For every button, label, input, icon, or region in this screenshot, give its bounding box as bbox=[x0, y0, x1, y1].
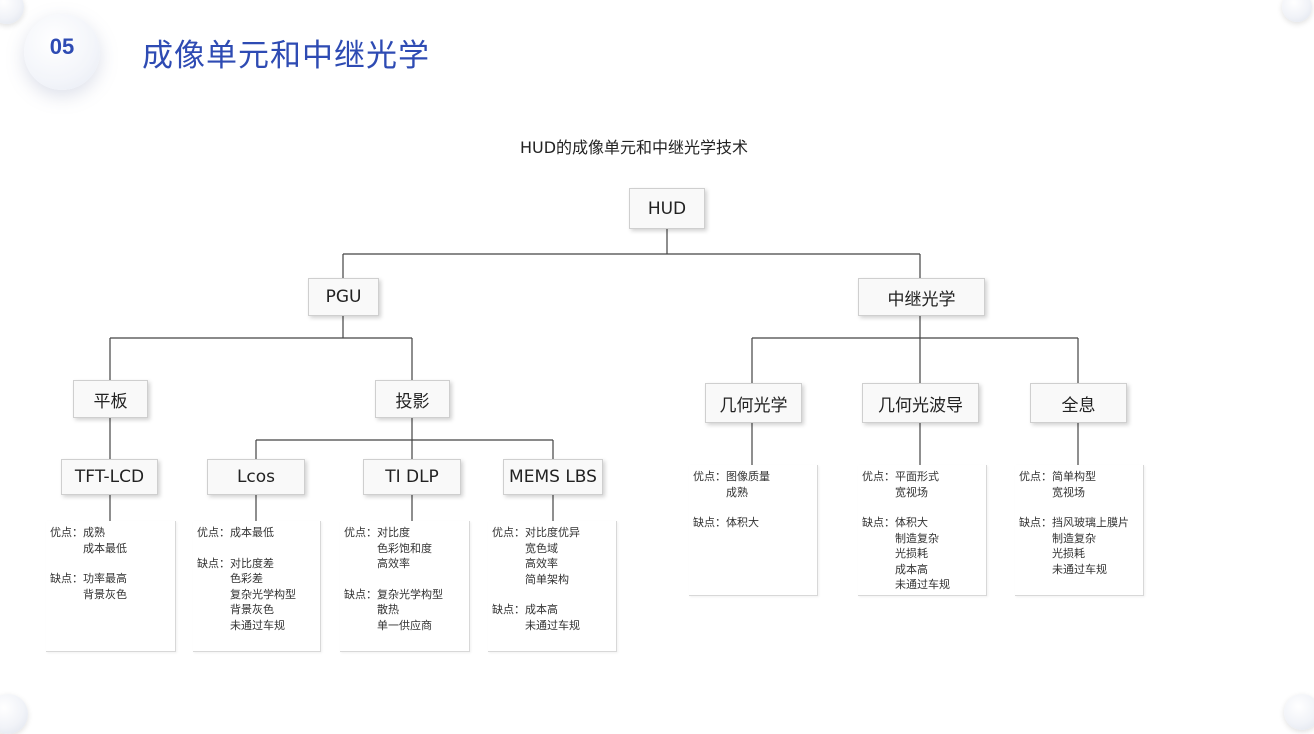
pros-item: 简单构型 bbox=[1052, 470, 1096, 483]
cons-item: 挡风玻璃上膜片 bbox=[1052, 516, 1129, 529]
card-lcos: 优点： 成本最低 缺点： 对比度差 色彩差 复杂光学构型 背景灰色 未通过车规 bbox=[193, 521, 321, 652]
node-relay-optics: 中继光学 bbox=[858, 278, 985, 316]
card-geometric-optics: 优点： 图像质量 成熟 缺点： 体积大 bbox=[689, 465, 818, 596]
cons-item: 色彩差 bbox=[230, 572, 263, 585]
pros-section: 优点： 成熟 成本最低 bbox=[50, 525, 175, 556]
pros-item: 对比度优异 bbox=[525, 526, 580, 539]
node-flat-panel: 平板 bbox=[73, 380, 148, 418]
node-ti-dlp: TI DLP bbox=[363, 459, 461, 495]
card-ti-dlp: 优点： 对比度 色彩饱和度 高效率 缺点： 复杂光学构型 散热 单一供应商 bbox=[340, 521, 470, 652]
cons-label: 缺点： bbox=[197, 556, 230, 570]
pros-item: 成本最低 bbox=[83, 541, 127, 555]
cons-section: 缺点： 功率最高 背景灰色 bbox=[50, 571, 175, 602]
cons-label: 缺点： bbox=[344, 587, 377, 601]
section-number: 05 bbox=[49, 34, 75, 59]
pros-section: 优点： 成本最低 bbox=[197, 525, 320, 541]
connector-relay bbox=[751, 316, 1079, 383]
node-projection: 投影 bbox=[375, 380, 450, 418]
corner-decoration-top-right bbox=[1282, 0, 1312, 22]
card-tft-lcd: 优点： 成熟 成本最低 缺点： 功率最高 背景灰色 bbox=[46, 521, 176, 652]
pros-item: 成熟 bbox=[83, 526, 105, 539]
connector-projection bbox=[255, 418, 554, 459]
section-number-badge bbox=[24, 14, 100, 90]
pros-section: 优点： 对比度 色彩饱和度 高效率 bbox=[344, 525, 469, 572]
pros-item: 高效率 bbox=[525, 557, 558, 570]
node-hud: HUD bbox=[629, 188, 705, 229]
cons-item: 未通过车规 bbox=[895, 578, 950, 591]
card-holographic: 优点： 简单构型 宽视场 缺点： 挡风玻璃上膜片 制造复杂 光损耗 未通过车规 bbox=[1015, 465, 1144, 596]
pros-item: 成本最低 bbox=[230, 526, 274, 539]
cons-section: 缺点： 复杂光学构型 散热 单一供应商 bbox=[344, 587, 469, 634]
cons-item: 背景灰色 bbox=[230, 603, 274, 616]
pros-item: 平面形式 bbox=[895, 470, 939, 483]
connector-pgu bbox=[109, 316, 413, 380]
cons-item: 体积大 bbox=[895, 516, 928, 529]
pros-item: 对比度 bbox=[377, 526, 410, 539]
node-lcos: Lcos bbox=[207, 459, 305, 495]
pros-label: 优点： bbox=[492, 526, 525, 539]
page-title: 成像单元和中继光学 bbox=[142, 38, 430, 74]
pros-section: 优点： 平面形式 宽视场 bbox=[862, 469, 986, 500]
node-geometric-waveguide: 几何光波导 bbox=[862, 383, 979, 423]
cons-section: 缺点： 成本高 未通过车规 bbox=[492, 602, 616, 633]
card-geometric-waveguide: 优点： 平面形式 宽视场 缺点： 体积大 制造复杂 光损耗 成本高 未通过车规 bbox=[858, 465, 987, 596]
pros-item: 宽视场 bbox=[1052, 485, 1085, 499]
cons-section: 缺点： 体积大 bbox=[693, 515, 817, 531]
cons-label: 缺点： bbox=[693, 516, 726, 529]
pros-label: 优点： bbox=[1019, 470, 1052, 483]
cons-item: 光损耗 bbox=[895, 547, 928, 560]
pros-label: 优点： bbox=[50, 526, 83, 539]
cons-item: 对比度差 bbox=[230, 556, 274, 570]
pros-section: 优点： 对比度优异 宽色域 高效率 简单架构 bbox=[492, 525, 616, 587]
cons-item: 未通过车规 bbox=[230, 618, 285, 632]
pros-item: 简单架构 bbox=[525, 572, 569, 586]
cons-item: 功率最高 bbox=[83, 572, 127, 585]
cons-item: 制造复杂 bbox=[1052, 531, 1096, 545]
pros-label: 优点： bbox=[693, 470, 726, 483]
connector-hud bbox=[342, 229, 921, 278]
diagram-title: HUD的成像单元和中继光学技术 bbox=[519, 138, 749, 157]
cons-item: 散热 bbox=[377, 603, 399, 616]
node-geometric-optics: 几何光学 bbox=[705, 383, 802, 423]
cons-item: 未通过车规 bbox=[1052, 562, 1107, 576]
cons-section: 缺点： 对比度差 色彩差 复杂光学构型 背景灰色 未通过车规 bbox=[197, 556, 320, 634]
cons-item: 单一供应商 bbox=[377, 618, 432, 632]
cons-section: 缺点： 体积大 制造复杂 光损耗 成本高 未通过车规 bbox=[862, 515, 986, 593]
pros-item: 宽视场 bbox=[895, 485, 928, 499]
cons-label: 缺点： bbox=[1019, 516, 1052, 529]
cons-item: 未通过车规 bbox=[525, 618, 580, 632]
node-mems-lbs: MEMS LBS bbox=[503, 459, 603, 495]
cons-item: 成本高 bbox=[525, 603, 558, 616]
pros-label: 优点： bbox=[197, 526, 230, 539]
pros-item: 宽色域 bbox=[525, 541, 558, 555]
node-holographic: 全息 bbox=[1030, 383, 1127, 423]
pros-item: 图像质量 bbox=[726, 470, 770, 483]
cons-section: 缺点： 挡风玻璃上膜片 制造复杂 光损耗 未通过车规 bbox=[1019, 515, 1143, 577]
node-tft-lcd: TFT-LCD bbox=[61, 459, 158, 495]
cons-item: 体积大 bbox=[726, 516, 759, 529]
cons-item: 复杂光学构型 bbox=[230, 587, 296, 601]
pros-section: 优点： 图像质量 成熟 bbox=[693, 469, 817, 500]
card-mems-lbs: 优点： 对比度优异 宽色域 高效率 简单架构 缺点： 成本高 未通过车规 bbox=[488, 521, 617, 652]
node-pgu: PGU bbox=[308, 278, 379, 316]
pros-item: 色彩饱和度 bbox=[377, 541, 432, 555]
pros-label: 优点： bbox=[344, 526, 377, 539]
cons-item: 背景灰色 bbox=[83, 587, 127, 601]
pros-item: 高效率 bbox=[377, 557, 410, 570]
cons-item: 成本高 bbox=[895, 562, 928, 576]
cons-item: 复杂光学构型 bbox=[377, 587, 443, 601]
cons-label: 缺点： bbox=[492, 603, 525, 616]
pros-label: 优点： bbox=[862, 470, 895, 483]
pros-item: 成熟 bbox=[726, 485, 748, 499]
cons-item: 制造复杂 bbox=[895, 531, 939, 545]
cons-label: 缺点： bbox=[862, 516, 895, 529]
pros-section: 优点： 简单构型 宽视场 bbox=[1019, 469, 1143, 500]
cons-item: 光损耗 bbox=[1052, 547, 1085, 560]
cons-label: 缺点： bbox=[50, 572, 83, 585]
